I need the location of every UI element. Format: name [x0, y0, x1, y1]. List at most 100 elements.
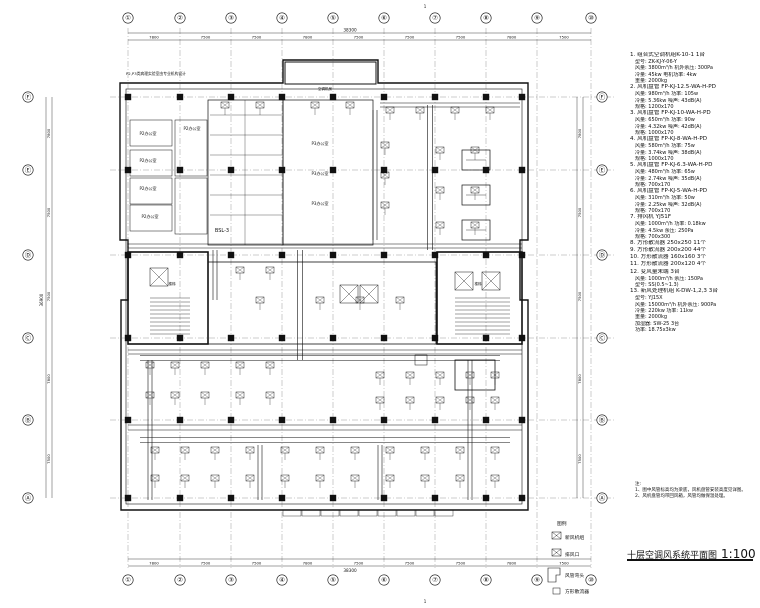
dim-text-right: 7800 — [577, 128, 582, 138]
grid-bubble-col — [480, 574, 492, 586]
equipment-spec: 风量: 650m³/h 功率: 90w — [635, 117, 695, 124]
diffuser-x — [385, 474, 395, 482]
structural-column — [227, 494, 235, 502]
dim-text-left: 7500 — [46, 454, 51, 464]
structural-column — [380, 416, 388, 424]
diffuser-x — [490, 474, 500, 482]
grid-bubble-col — [276, 574, 288, 586]
diffuser-x — [280, 474, 290, 482]
grid-label-row: Ⓐ — [599, 494, 606, 502]
symbol-legend-heading: 图例 — [557, 522, 567, 527]
diffuser-x — [435, 186, 445, 194]
diffuser-x — [210, 446, 220, 454]
dim-text-right: 7500 — [577, 291, 582, 301]
p2-room — [174, 177, 208, 235]
equipment-spec: 加湿器: SW-25 3台 — [635, 320, 680, 327]
dim-overall-bottom: 38300 — [343, 568, 357, 573]
diffuser-x — [150, 446, 160, 454]
grid-label-col: ② — [177, 576, 183, 584]
drawing-notes: 注:1、图中风管标高均为梁底，风机盘管安装高度见详图。2、风机盘管均带回风箱，风… — [635, 482, 755, 500]
diffuser-x — [310, 101, 320, 109]
structural-column — [380, 494, 388, 502]
elevator-x — [454, 271, 474, 291]
equipment-spec: 重量: 2000kg — [635, 77, 668, 84]
grid-label-col: ④ — [279, 576, 285, 584]
grid-label-col: ⑩ — [588, 576, 594, 584]
elevator-shaft — [481, 271, 501, 291]
bottom-strip-box — [358, 509, 378, 517]
grid-bubble-row — [22, 164, 34, 176]
p3-lab-block — [207, 99, 284, 246]
grid-label-col: ③ — [228, 14, 234, 22]
structural-column — [518, 93, 526, 101]
elevator-x — [481, 271, 501, 291]
grid-label-col: ⑩ — [588, 14, 594, 22]
grid-label-col: ⑦ — [432, 14, 438, 22]
equipment-spec: 规格: 1200x170 — [635, 103, 674, 110]
structural-column — [227, 416, 235, 424]
grid-label-col: ① — [125, 576, 131, 584]
structural-column — [329, 494, 337, 502]
grid-bubble-col — [327, 574, 339, 586]
structural-column — [227, 93, 235, 101]
diffuser-x — [375, 396, 385, 404]
diffuser-x — [470, 186, 480, 194]
diffuser-x — [435, 396, 445, 404]
diffuser-x — [395, 296, 405, 304]
dim-text-top: 7800 — [149, 35, 159, 40]
grid-label-col: ④ — [279, 14, 285, 22]
legend-symbol-diffuser — [552, 587, 561, 595]
dim-text-top: 7500 — [201, 35, 211, 40]
equipment-item: 5. 风机盘管 FP-KJ-6.3-WA-H-PD — [630, 162, 713, 169]
structural-column — [124, 166, 132, 174]
grid-bubble-row — [596, 249, 608, 261]
p2-room — [174, 119, 208, 177]
structural-column — [482, 416, 490, 424]
symbol-legend-item: 风管弯头 — [565, 574, 585, 579]
diffuser-x — [235, 391, 245, 399]
diffuser-x — [415, 106, 425, 114]
ac-room-label: 空调机房 — [318, 86, 332, 91]
diffuser-x — [245, 474, 255, 482]
grid-label-row: Ⓕ — [599, 93, 606, 101]
air-handling-unit — [461, 149, 491, 171]
equipment-spec: 风量: 980m³/h 功率: 105w — [635, 91, 699, 98]
equipment-spec: 冷量: 220kw 功率: 11kw — [635, 307, 694, 314]
diffuser-x — [465, 371, 475, 379]
equipment-spec: 风量: 480m³/h 功率: 65w — [635, 169, 695, 176]
equipment-spec: 风量: 1000m³/h 余压: 150Pa — [635, 275, 703, 282]
dim-text-bottom: 7800 — [149, 561, 159, 566]
grid-bubble-col — [429, 574, 441, 586]
grid-label-col: ⑧ — [483, 576, 489, 584]
structural-column — [278, 416, 286, 424]
diffuser-x — [220, 101, 230, 109]
equipment-item: 10. 方形散流器 160x160 3个 — [630, 254, 707, 261]
diffuser-x — [210, 474, 220, 482]
diffuser-x — [255, 296, 265, 304]
elevator-x — [339, 284, 359, 304]
equipment-item: 4. 风机盘管 FP-KJ-8-WA-H-PD — [630, 136, 708, 143]
diffuser-x — [345, 101, 355, 109]
diffuser-x — [375, 371, 385, 379]
diffuser-x — [355, 296, 365, 304]
dim-text-right: 7500 — [577, 454, 582, 464]
structural-column — [176, 251, 184, 259]
bottom-strip-box — [377, 509, 397, 517]
p2-room — [129, 149, 173, 177]
equipment-spec: 型号: ZK-KJ-Y-06-Y — [635, 59, 677, 66]
diffuser-x — [420, 446, 430, 454]
structural-column — [227, 166, 235, 174]
dim-overall-top: 38300 — [343, 28, 357, 33]
dim-text-left: 7800 — [46, 128, 51, 138]
elevator-shaft — [339, 284, 359, 304]
p3-room-label: P3办公室 — [312, 170, 329, 176]
grid-bubble-row — [22, 91, 34, 103]
symbol-legend: 图例新风机组排风口风管弯头方形散流器 — [547, 520, 589, 595]
equipment-item: 7. 排风机 YJ51F — [630, 214, 672, 221]
p2-room-label: P2办公室 — [184, 125, 201, 131]
diffuser-x — [145, 391, 155, 399]
grid-bubble-row — [596, 164, 608, 176]
diffuser-x — [420, 474, 430, 482]
grid-label-row: Ⓒ — [25, 334, 32, 342]
dim-text-top: 7500 — [405, 35, 415, 40]
